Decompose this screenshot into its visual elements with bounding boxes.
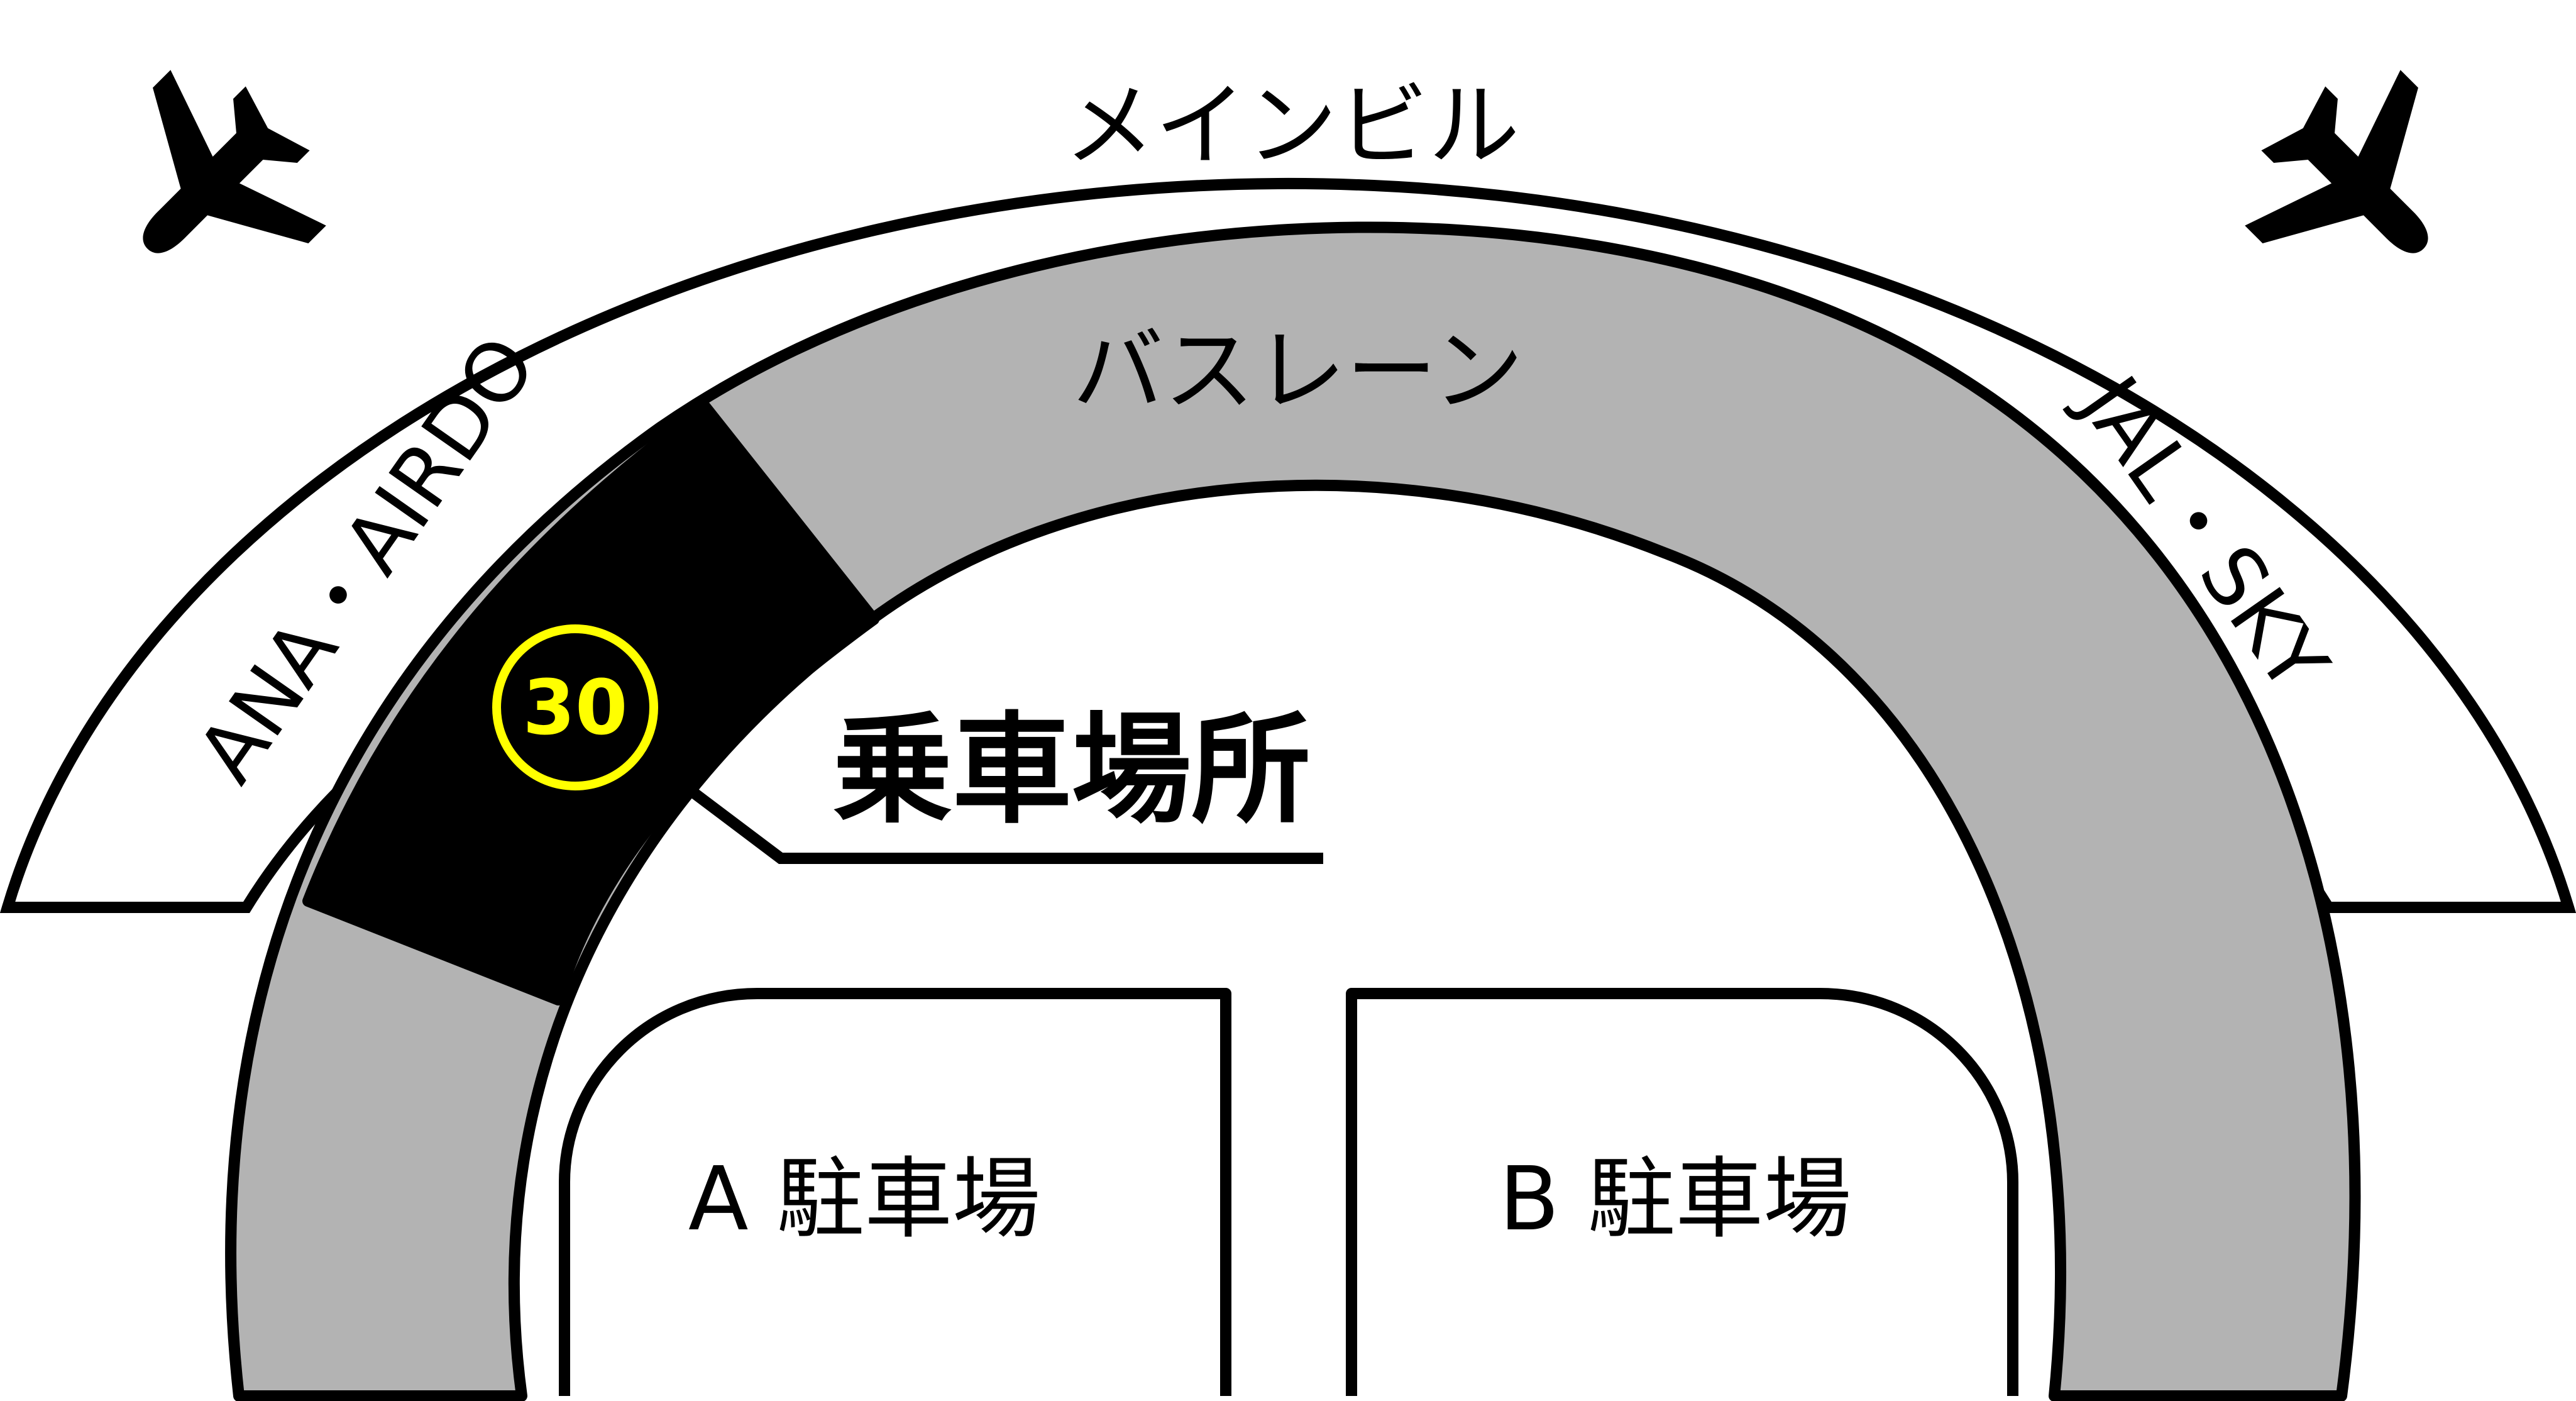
parking-lot-a-label: A 駐車場 — [688, 1148, 1040, 1251]
stop-number-marker — [492, 624, 658, 790]
parking-lot-a — [559, 988, 1231, 1396]
terminal-label: メインビル — [1064, 73, 1520, 179]
pickup-label: 乗車場所 — [833, 700, 1311, 839]
pickup-area — [302, 401, 879, 1005]
airplane-icon — [2215, 40, 2502, 327]
pickup-callout-line — [688, 786, 1323, 864]
parking-lot-b-label: B 駐車場 — [1499, 1148, 1852, 1251]
stop-number: 30 — [523, 665, 628, 752]
parking-lot-b — [1346, 988, 2018, 1396]
bus-lane-label: バスレーン — [1072, 318, 1524, 424]
airplane-icon — [69, 40, 356, 327]
